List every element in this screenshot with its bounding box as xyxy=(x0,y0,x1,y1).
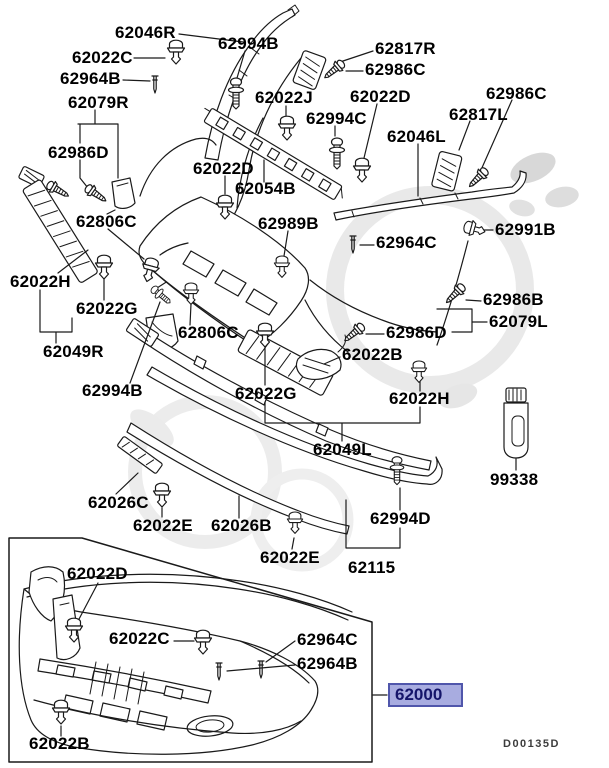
screw-icon xyxy=(464,164,492,192)
part-label[interactable]: 62986B xyxy=(483,290,544,309)
grille-support-bar-drawing xyxy=(203,107,343,200)
clip-icon xyxy=(352,157,372,183)
part-label[interactable]: 62022D xyxy=(350,87,411,106)
part-label[interactable]: 62022H xyxy=(10,272,71,291)
part-label[interactable]: 62986C xyxy=(486,84,547,103)
part-label[interactable]: 62989B xyxy=(258,214,319,233)
part-label[interactable]: 62049R xyxy=(43,342,104,361)
leader-lines xyxy=(39,33,517,737)
side-garnish-right-drawing xyxy=(292,50,327,90)
part-label[interactable]: 62026B xyxy=(211,516,272,535)
drawing-code: D00135D xyxy=(503,738,560,750)
part-label[interactable]: 62986D xyxy=(48,143,109,162)
part-label[interactable]: 62022G xyxy=(76,299,138,318)
upper-molding-left-drawing xyxy=(333,170,527,221)
part-label[interactable]: 62994B xyxy=(82,381,143,400)
part-label[interactable]: 62022D xyxy=(67,564,128,583)
assembly-box xyxy=(8,537,373,763)
part-label[interactable]: 62022J xyxy=(255,88,313,107)
part-label[interactable]: 62022C xyxy=(72,48,133,67)
bolt-icon xyxy=(328,137,346,170)
part-label[interactable]: 62817R xyxy=(375,39,436,58)
part-label[interactable]: 62026C xyxy=(88,493,149,512)
part-label[interactable]: 62964C xyxy=(376,233,437,252)
screw-icon xyxy=(441,280,469,308)
part-label[interactable]: 62079R xyxy=(68,93,129,112)
part-label[interactable]: 62079L xyxy=(489,312,548,331)
part-label[interactable]: 62022E xyxy=(133,516,193,535)
clip-icon xyxy=(166,39,186,65)
part-label[interactable]: 62022B xyxy=(29,734,90,753)
part-label[interactable]: 99338 xyxy=(490,470,539,489)
part-label[interactable]: 62964B xyxy=(60,69,121,88)
part-label[interactable]: 62046R xyxy=(115,23,176,42)
screw-icon xyxy=(82,181,110,207)
part-label[interactable]: 62994B xyxy=(218,34,279,53)
highlighted-part-label[interactable]: 62000 xyxy=(388,683,463,707)
part-label[interactable]: 62115 xyxy=(348,558,396,577)
part-label[interactable]: 62022B xyxy=(342,345,403,364)
fog-cover-drawing xyxy=(295,334,347,380)
touch-up-paint-drawing xyxy=(503,387,529,459)
part-label[interactable]: 62806C xyxy=(178,323,239,342)
clip-icon xyxy=(152,482,172,508)
part-label[interactable]: 62022H xyxy=(389,389,450,408)
part-label[interactable]: 62964B xyxy=(297,654,358,673)
bolt-icon xyxy=(148,283,175,308)
part-label[interactable]: 62817L xyxy=(449,105,508,124)
clip-icon xyxy=(286,511,304,534)
part-label[interactable]: 62994D xyxy=(370,509,431,528)
part-label[interactable]: 62986C xyxy=(365,60,426,79)
part-label[interactable]: 62986D xyxy=(386,323,447,342)
part-label[interactable]: 62022D xyxy=(193,159,254,178)
part-label[interactable]: 62994C xyxy=(306,109,367,128)
pin-icon xyxy=(151,75,159,94)
part-label[interactable]: 62022G xyxy=(235,384,297,403)
part-label[interactable]: 62022E xyxy=(260,548,320,567)
body-outline-drawing xyxy=(139,57,302,289)
part-label[interactable]: 62049L xyxy=(313,440,372,459)
part-label[interactable]: 62806C xyxy=(76,212,137,231)
part-label[interactable]: 62046L xyxy=(387,127,446,146)
part-label[interactable]: 62964C xyxy=(297,630,358,649)
part-label[interactable]: 62022C xyxy=(109,629,170,648)
part-label[interactable]: 62054B xyxy=(235,179,296,198)
clip-icon xyxy=(94,254,114,280)
clip-icon xyxy=(277,115,297,141)
air-dam-strips-drawing xyxy=(117,318,443,535)
part-label[interactable]: 62991B xyxy=(495,220,556,239)
bumper-assembly-drawing xyxy=(18,566,353,755)
side-garnish-left-drawing xyxy=(431,151,463,192)
